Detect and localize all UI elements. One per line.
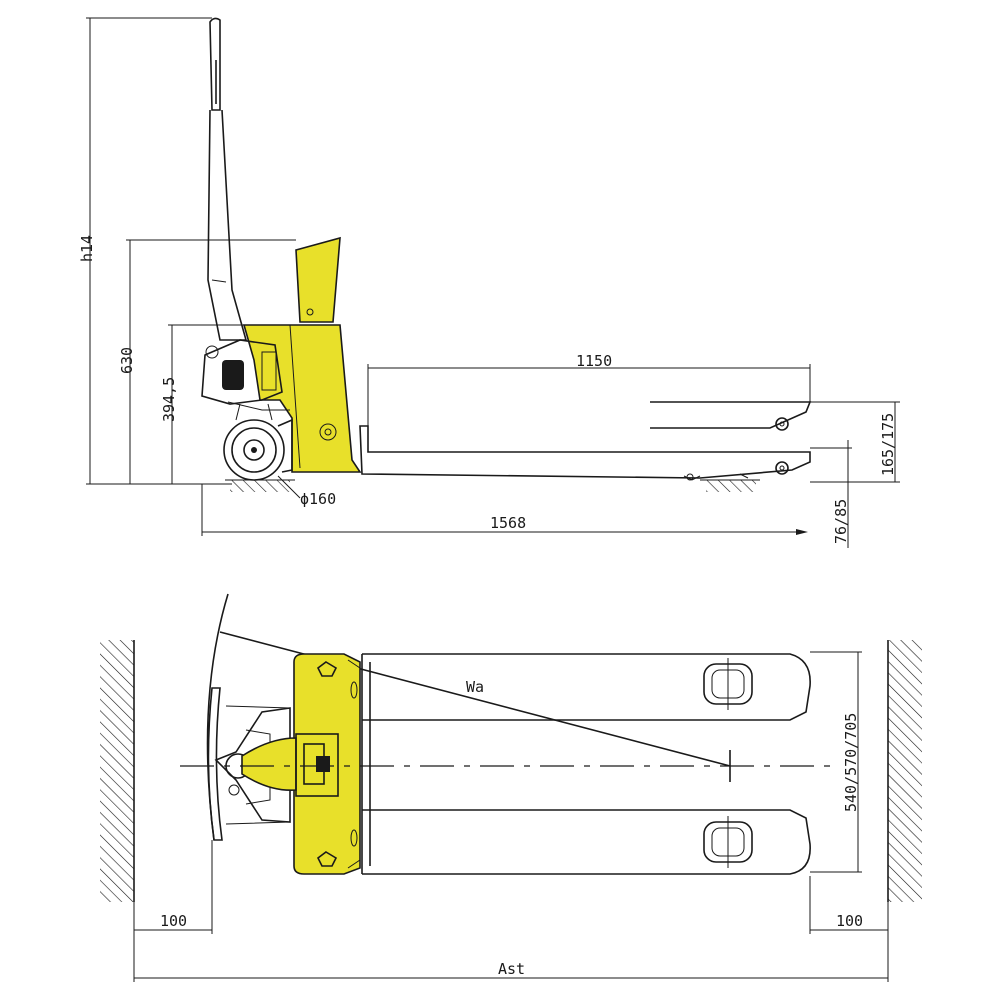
dim-fork-height: 165/175 <box>879 413 897 476</box>
dim-turning-radius: Wa <box>466 678 484 696</box>
body-top <box>241 653 361 875</box>
dim-overall-length: 1568 <box>490 514 526 532</box>
mast-plate <box>295 236 341 323</box>
dim-fork-length: 1150 <box>576 352 612 370</box>
wall-left <box>100 640 134 902</box>
ground-hatch-left <box>230 480 290 492</box>
dim-mid-height: 394,5 <box>160 377 178 422</box>
dim-handle-height: 630 <box>118 347 136 374</box>
top-dimension-lines <box>133 651 889 982</box>
tiller-top <box>207 687 291 841</box>
top-view: Wa 540/570/705 100 100 Ast <box>100 593 922 982</box>
dim-left-clearance: 100 <box>160 912 187 930</box>
dim-lowered-height: 76/85 <box>832 499 850 544</box>
tiller-handle <box>207 17 248 341</box>
ground-hatch-right <box>706 480 756 492</box>
chassis <box>242 236 362 473</box>
forks-side <box>359 401 812 481</box>
dim-total-height: h14 <box>78 235 96 262</box>
dim-wheel-diameter: ϕ160 <box>300 490 336 508</box>
hydraulic-unit <box>201 339 290 421</box>
side-view: h14 630 394,5 ϕ160 1568 1150 165/175 76/… <box>78 17 900 548</box>
pump-housing <box>242 324 362 473</box>
dim-aisle-width: Ast <box>498 960 525 978</box>
steer-wheel <box>223 418 293 481</box>
dim-fork-width: 540/570/705 <box>842 713 860 812</box>
wall-right <box>888 640 922 902</box>
dim-right-clearance: 100 <box>836 912 863 930</box>
forks-top <box>361 653 811 875</box>
side-dimension-lines <box>86 17 900 548</box>
